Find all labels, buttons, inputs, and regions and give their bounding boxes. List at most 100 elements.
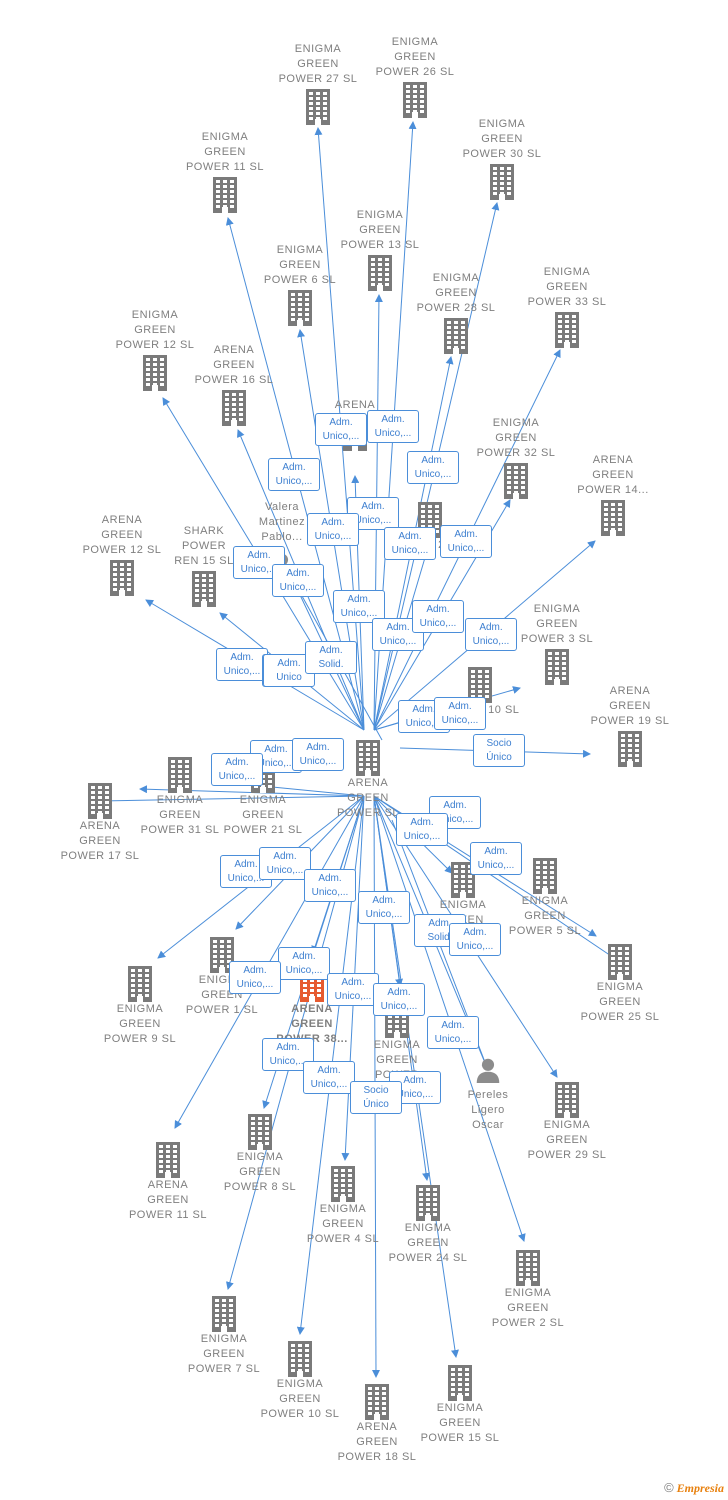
- relation-label[interactable]: Adm. Unico,...: [440, 525, 492, 558]
- node-label: ENIGMA GREEN POWER 21 SL: [223, 794, 303, 836]
- node-label: ENIGMA GREEN POWER 11 SL: [185, 131, 265, 173]
- relation-label[interactable]: Adm. Unico,...: [278, 947, 330, 980]
- relation-edge: [261, 782, 365, 797]
- building-icon: [288, 1341, 312, 1377]
- relation-label[interactable]: Adm. Unico,...: [427, 1016, 479, 1049]
- building-icon: [143, 355, 167, 391]
- node-label: Pereles Ligero Oscar: [467, 1089, 509, 1131]
- relation-label[interactable]: Adm. Unico,...: [449, 923, 501, 956]
- node-label: ENIGMA GREEN POWER 27 SL: [278, 43, 358, 85]
- relation-label[interactable]: Adm. Unico,...: [407, 451, 459, 484]
- node-label: ENIGMA GREEN POWER 15 SL: [420, 1402, 500, 1444]
- relation-label[interactable]: Adm. Unico,...: [333, 590, 385, 623]
- node-n12[interactable]: ENIGMA GREEN POWER 32 SL: [461, 416, 571, 499]
- node-n23[interactable]: ARENA GREEN POWER 17 SL: [45, 781, 155, 864]
- node-label: ENIGMA GREEN POWER 28 SL: [416, 272, 496, 314]
- relation-label[interactable]: Adm. Unico,...: [268, 458, 320, 491]
- node-n40[interactable]: ARENA GREEN POWER 18 SL: [322, 1382, 432, 1465]
- node-label: ARENA GREEN POWER 14...: [577, 454, 649, 496]
- node-n32[interactable]: ENIGMA GREEN POWER 29 SL: [512, 1080, 622, 1163]
- relation-label[interactable]: Adm. Unico,...: [259, 847, 311, 880]
- node-n39[interactable]: ENIGMA GREEN POWER 10 SL: [245, 1339, 355, 1422]
- relation-label[interactable]: Adm. Unico,...: [373, 983, 425, 1016]
- relation-label[interactable]: Socio Único: [350, 1081, 402, 1114]
- node-n36[interactable]: ENIGMA GREEN POWER 24 SL: [373, 1183, 483, 1266]
- node-n41[interactable]: ENIGMA GREEN POWER 15 SL: [405, 1363, 515, 1446]
- node-n4[interactable]: ENIGMA GREEN POWER 30 SL: [447, 117, 557, 200]
- node-n17[interactable]: SHARK POWER REN 15 SL: [149, 524, 259, 607]
- node-label: Valera Martinez Pablo...: [258, 501, 306, 543]
- building-icon: [88, 783, 112, 819]
- node-label: ENIGMA GREEN POWER 2 SL: [491, 1287, 565, 1329]
- node-n2[interactable]: ENIGMA GREEN POWER 26 SL: [360, 35, 470, 118]
- relation-label[interactable]: Adm. Unico,...: [211, 753, 263, 786]
- node-label: ARENA GREEN POWER 17 SL: [60, 820, 140, 862]
- node-n3[interactable]: ENIGMA GREEN POWER 11 SL: [170, 130, 280, 213]
- relation-label[interactable]: Adm. Unico,...: [304, 869, 356, 902]
- relation-label[interactable]: Adm. Solid.: [305, 641, 357, 674]
- node-label: ENIGMA GREEN POWER 8 SL: [223, 1151, 297, 1193]
- node-n37[interactable]: ENIGMA GREEN POWER 2 SL: [473, 1248, 583, 1331]
- building-icon: [608, 944, 632, 980]
- relation-label[interactable]: Adm. Unico,...: [327, 973, 379, 1006]
- building-icon: [555, 1082, 579, 1118]
- node-n16[interactable]: ARENA GREEN POWER 12 SL: [67, 513, 177, 596]
- node-label: ARENA GREEN POWER 12 SL: [82, 514, 162, 556]
- node-n6[interactable]: ENIGMA GREEN POWER 6 SL: [245, 243, 355, 326]
- relation-label[interactable]: Adm. Unico,...: [292, 738, 344, 771]
- node-n21[interactable]: ENIGMA GREEN POWER 31 SL: [125, 755, 235, 838]
- node-n10[interactable]: ARENA GREEN POWER 16 SL: [179, 343, 289, 426]
- node-n5[interactable]: ENIGMA GREEN POWER 13 SL: [325, 208, 435, 291]
- building-icon: [222, 390, 246, 426]
- node-center-company[interactable]: ARENA GREEN POWER SL: [313, 738, 423, 821]
- node-n24[interactable]: ENIGMA GREEN POWER 5 SL: [490, 856, 600, 939]
- building-icon: [533, 858, 557, 894]
- node-label: ARENA GREEN POWER 16 SL: [194, 344, 274, 386]
- relation-label[interactable]: Adm. Unico,...: [384, 527, 436, 560]
- node-n8[interactable]: ENIGMA GREEN POWER 33 SL: [512, 265, 622, 348]
- node-label: ENIGMA GREEN POWER 9 SL: [103, 1003, 177, 1045]
- node-n9[interactable]: ENIGMA GREEN POWER 12 SL: [100, 308, 210, 391]
- relation-label[interactable]: Adm. Unico,...: [233, 546, 285, 579]
- node-label: ARENA GREEN POWER 19 SL: [590, 685, 670, 727]
- node-n1[interactable]: ENIGMA GREEN POWER 27 SL: [263, 42, 373, 125]
- relation-label[interactable]: Socio Único: [473, 734, 525, 767]
- relation-label[interactable]: Adm. Unico,...: [412, 600, 464, 633]
- relation-label[interactable]: Adm. Unico,...: [465, 618, 517, 651]
- node-n31[interactable]: Pereles Ligero Oscar: [433, 1050, 543, 1133]
- node-n7[interactable]: ENIGMA GREEN POWER 28 SL: [401, 271, 511, 354]
- building-icon: [356, 740, 380, 776]
- node-n20[interactable]: ARENA GREEN POWER 19 SL: [575, 684, 685, 767]
- building-icon: [490, 164, 514, 200]
- node-label: ARENA: [334, 399, 376, 411]
- relation-label[interactable]: Adm. Unico,...: [216, 648, 268, 681]
- relation-label[interactable]: Adm. Unico,...: [272, 564, 324, 597]
- node-n34[interactable]: ENIGMA GREEN POWER 8 SL: [205, 1112, 315, 1195]
- node-label: ARENA GREEN POWER SL: [336, 777, 400, 819]
- relation-label[interactable]: Adm. Unico,...: [303, 1061, 355, 1094]
- node-label: ENIGMA GREEN POWER 24 SL: [388, 1222, 468, 1264]
- relation-label[interactable]: Adm. Unico,...: [229, 961, 281, 994]
- relation-label[interactable]: Adm. Unico,...: [358, 891, 410, 924]
- relation-label[interactable]: Adm. Unico,...: [470, 842, 522, 875]
- footer-brand: © Empresia: [664, 1480, 724, 1496]
- node-label: ENIGMA GREEN POWER 30 SL: [462, 118, 542, 160]
- node-n18[interactable]: ENIGMA GREEN POWER 3 SL: [502, 602, 612, 685]
- relation-label[interactable]: Adm. Unico,...: [315, 413, 367, 446]
- node-label: ARENA GREEN POWER 11 SL: [128, 1179, 208, 1221]
- node-n35[interactable]: ENIGMA GREEN POWER 4 SL: [288, 1164, 398, 1247]
- node-n28[interactable]: ENIGMA GREEN POWER 1 SL: [167, 935, 277, 1018]
- node-n26[interactable]: ENIGMA GREEN POWER 25 SL: [565, 942, 675, 1025]
- node-n27[interactable]: ENIGMA GREEN POWER 9 SL: [85, 964, 195, 1047]
- relation-label[interactable]: Adm. Unico,...: [367, 410, 419, 443]
- node-n13[interactable]: ARENA GREEN POWER 14...: [558, 453, 668, 536]
- relation-label[interactable]: Adm. Unico,...: [307, 513, 359, 546]
- relation-label[interactable]: Adm. Unico,...: [396, 813, 448, 846]
- node-n38[interactable]: ENIGMA GREEN POWER 7 SL: [169, 1294, 279, 1377]
- node-n33[interactable]: ARENA GREEN POWER 11 SL: [113, 1140, 223, 1223]
- relation-label[interactable]: Adm. Unico,...: [434, 697, 486, 730]
- node-label: ENIGMA GREEN POWER 13 SL: [340, 209, 420, 251]
- building-icon: [416, 1185, 440, 1221]
- building-icon: [555, 312, 579, 348]
